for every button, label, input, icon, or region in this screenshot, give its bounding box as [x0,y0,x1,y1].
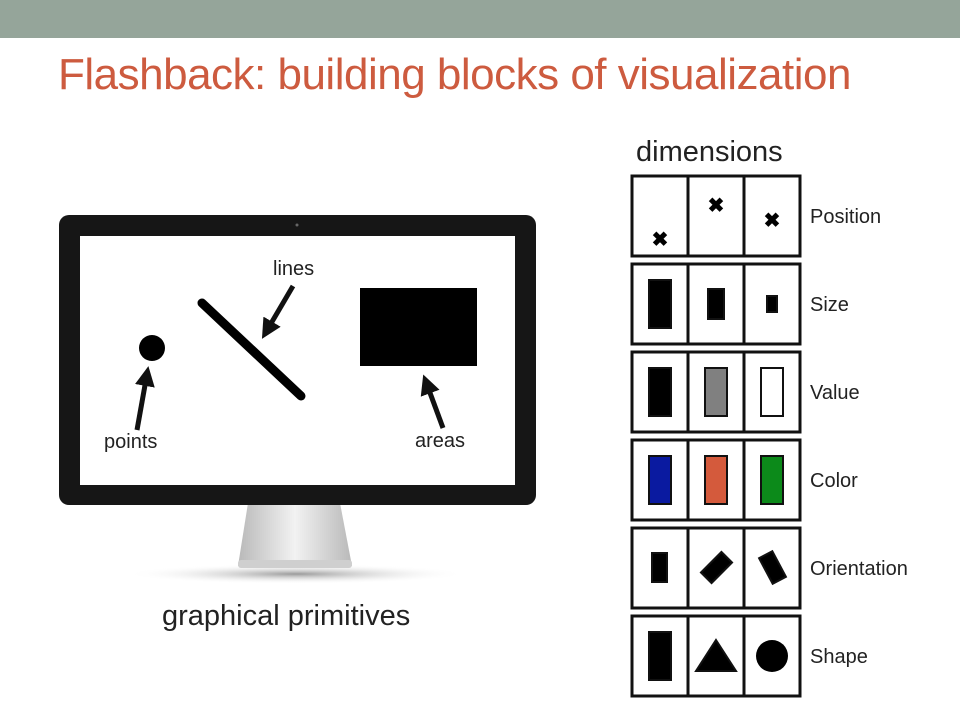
x-mark-icon: ✖ [652,229,669,251]
areas-label: areas [415,430,466,452]
areas-arrow [420,374,446,429]
monitor-shadow [126,564,466,584]
lines-arrow [261,284,296,339]
grid-cell [686,262,746,346]
dimension-row-shape [630,614,802,698]
points-label: points [104,431,158,453]
area-primitive [360,288,477,366]
top-accent-bar [0,0,960,38]
monitor-stand [238,503,352,566]
grid-cell [630,174,690,258]
points-arrow [134,366,155,431]
monitor-stand-base [238,560,352,568]
rectangle-icon [648,631,672,681]
dimension-label-orientation: Orientation [810,558,908,580]
dimension-row-value [630,350,802,434]
dimension-row-color [630,438,802,522]
black-rectangle-icon [648,367,672,417]
dimension-label-value: Value [810,382,860,404]
lines-label: lines [273,258,315,280]
green-rectangle-icon [760,455,784,505]
dimension-label-shape: Shape [810,646,868,668]
medium-rectangle-icon [707,288,725,320]
gray-rectangle-icon [704,367,728,417]
dimension-label-size: Size [810,294,849,316]
dimension-row-orientation [630,526,802,610]
x-mark-icon: ✖ [764,210,781,232]
circle-icon [756,640,788,672]
dimension-row-size [630,262,802,346]
monitor-camera [295,223,299,227]
slide-title: Flashback: building blocks of visualizat… [58,50,851,99]
small-rectangle-icon [766,295,778,313]
diagonal-rectangle-icon [699,550,734,585]
point-primitive [139,335,165,361]
x-mark-icon: ✖ [708,195,725,217]
graphical-primitives-caption: graphical primitives [162,600,411,632]
blue-rectangle-icon [648,455,672,505]
dimension-label-position: Position [810,206,882,228]
red-rectangle-icon [704,455,728,505]
dimensions-heading: dimensions [636,136,783,168]
monitor-illustration [59,215,536,584]
white-rectangle-icon [760,367,784,417]
triangle-icon [694,638,738,672]
vertical-rectangle-icon [651,552,668,583]
dimension-label-color: Color [810,470,858,492]
grid-cell [630,438,690,522]
line-primitive [197,298,306,401]
tilted-rectangle-icon [757,549,788,586]
dimension-row-position: ✖ ✖ ✖ [630,174,802,258]
grid-cell [742,174,802,258]
large-rectangle-icon [648,279,672,329]
